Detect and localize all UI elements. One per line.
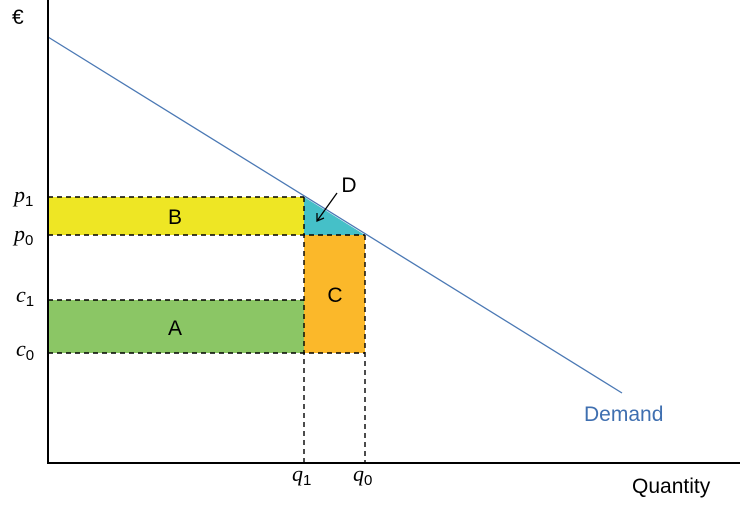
region-b-fill bbox=[48, 197, 304, 235]
y-axis-title: € bbox=[12, 6, 24, 29]
region-c-fill bbox=[304, 235, 365, 353]
demand-curve bbox=[47, 36, 623, 394]
tick-label-p0: p0 bbox=[12, 221, 33, 249]
tick-label-p1: p1 bbox=[12, 182, 33, 210]
tick-label-c1: c1 bbox=[16, 282, 34, 310]
region-b-label: B bbox=[168, 206, 182, 229]
tick-label-q1: q1 bbox=[292, 461, 311, 489]
region-d-fill bbox=[304, 197, 365, 235]
x-axis-title: Quantity bbox=[632, 475, 711, 498]
region-d-pointer-head bbox=[316, 213, 325, 222]
region-d-label: D bbox=[341, 174, 356, 197]
region-c-label: C bbox=[327, 284, 342, 307]
demand-label: Demand bbox=[584, 403, 663, 426]
region-a-label: A bbox=[168, 317, 182, 340]
region-a-fill bbox=[48, 300, 304, 353]
tick-label-c0: c0 bbox=[16, 336, 34, 364]
tick-label-q0: q0 bbox=[353, 461, 372, 489]
region-d-pointer bbox=[316, 192, 338, 222]
